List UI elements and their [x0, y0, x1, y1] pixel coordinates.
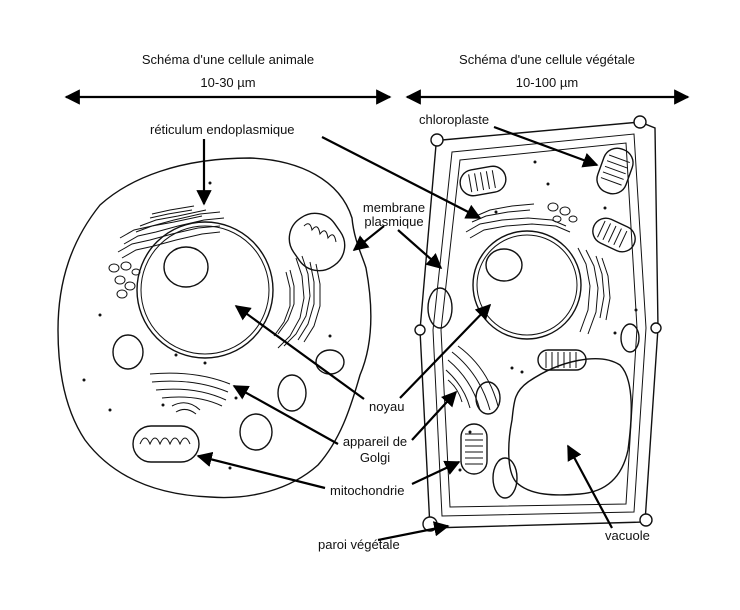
- plant-organelle-left: [427, 287, 453, 329]
- plant-cell: [414, 115, 662, 532]
- animal-mitochondrion-bottom: [132, 425, 200, 463]
- arrow-vacuole: [567, 444, 613, 529]
- plant-vacuole: [508, 358, 632, 496]
- label-membrane-line1: membrane: [363, 200, 425, 215]
- label-reticulum: réticulum endoplasmique: [150, 122, 295, 137]
- arrow-membrane-animal: [352, 225, 385, 251]
- plant-chloroplast-right: [592, 217, 636, 253]
- animal-nucleus: [136, 221, 274, 359]
- arrow-noyau-plant: [399, 303, 492, 399]
- arrow-golgi-animal: [232, 385, 339, 445]
- plant-mitochondrion-bottom: [492, 457, 518, 499]
- label-noyau: noyau: [369, 399, 404, 414]
- arrow-membrane-plant: [397, 229, 443, 270]
- animal-size: 10-30 µm: [200, 75, 255, 90]
- plant-nucleus-inner: [476, 234, 578, 336]
- plant-chloroplast-bottom: [460, 423, 488, 475]
- animal-membrane: [57, 157, 372, 499]
- plant-nucleolus: [485, 248, 523, 282]
- plant-chloroplast-top-right: [596, 147, 634, 195]
- animal-reticulum-top: [117, 205, 225, 259]
- plant-vesicles: [547, 202, 578, 223]
- animal-mitochondrion-top: [288, 212, 346, 272]
- label-chloroplaste: chloroplaste: [419, 112, 489, 127]
- arrow-noyau-animal: [234, 305, 365, 400]
- animal-title: Schéma d'une cellule animale: [142, 52, 314, 67]
- plant-nucleus: [472, 230, 582, 340]
- arrow-reticulum-plant: [321, 136, 482, 219]
- arrow-mitochondrie-plant: [411, 460, 461, 485]
- pointer-arrows: [196, 125, 613, 542]
- plant-size: 10-100 µm: [516, 75, 578, 90]
- animal-vesicles: [108, 261, 141, 299]
- arrow-chloroplaste: [493, 125, 599, 168]
- animal-nucleolus: [163, 246, 209, 288]
- animal-vacuole-right: [315, 349, 345, 375]
- arrow-mitochondrie-animal: [196, 451, 326, 490]
- plant-title: Schéma d'une cellule végétale: [459, 52, 635, 67]
- animal-granules: [82, 181, 332, 470]
- label-mitochondrie: mitochondrie: [330, 483, 404, 498]
- animal-vacuole-mid: [277, 374, 307, 412]
- label-golgi-line2: Golgi: [360, 450, 390, 465]
- plant-chloroplast-mid: [537, 349, 587, 371]
- label-vacuole: vacuole: [605, 528, 650, 543]
- plant-reticulum: [465, 203, 611, 335]
- animal-cell: [57, 157, 372, 499]
- label-paroi: paroi végétale: [318, 537, 400, 552]
- label-membrane-line2: plasmique: [364, 214, 423, 229]
- animal-golgi: [149, 372, 231, 415]
- plant-wall-inner: [432, 133, 647, 517]
- plant-chloroplast-top-left: [459, 165, 507, 197]
- plant-wall-joints: [414, 115, 662, 532]
- animal-lysosome-left: [112, 334, 144, 370]
- plant-organelle-right: [620, 323, 640, 353]
- animal-reticulum-right: [273, 255, 321, 349]
- arrow-paroi: [377, 521, 450, 542]
- plant-golgi: [445, 345, 499, 411]
- arrow-golgi-plant: [411, 390, 458, 441]
- label-golgi-line1: appareil de: [343, 434, 407, 449]
- animal-nucleus-inner: [140, 225, 270, 355]
- plant-membrane: [440, 142, 638, 508]
- animal-vacuole-bottom: [239, 413, 273, 451]
